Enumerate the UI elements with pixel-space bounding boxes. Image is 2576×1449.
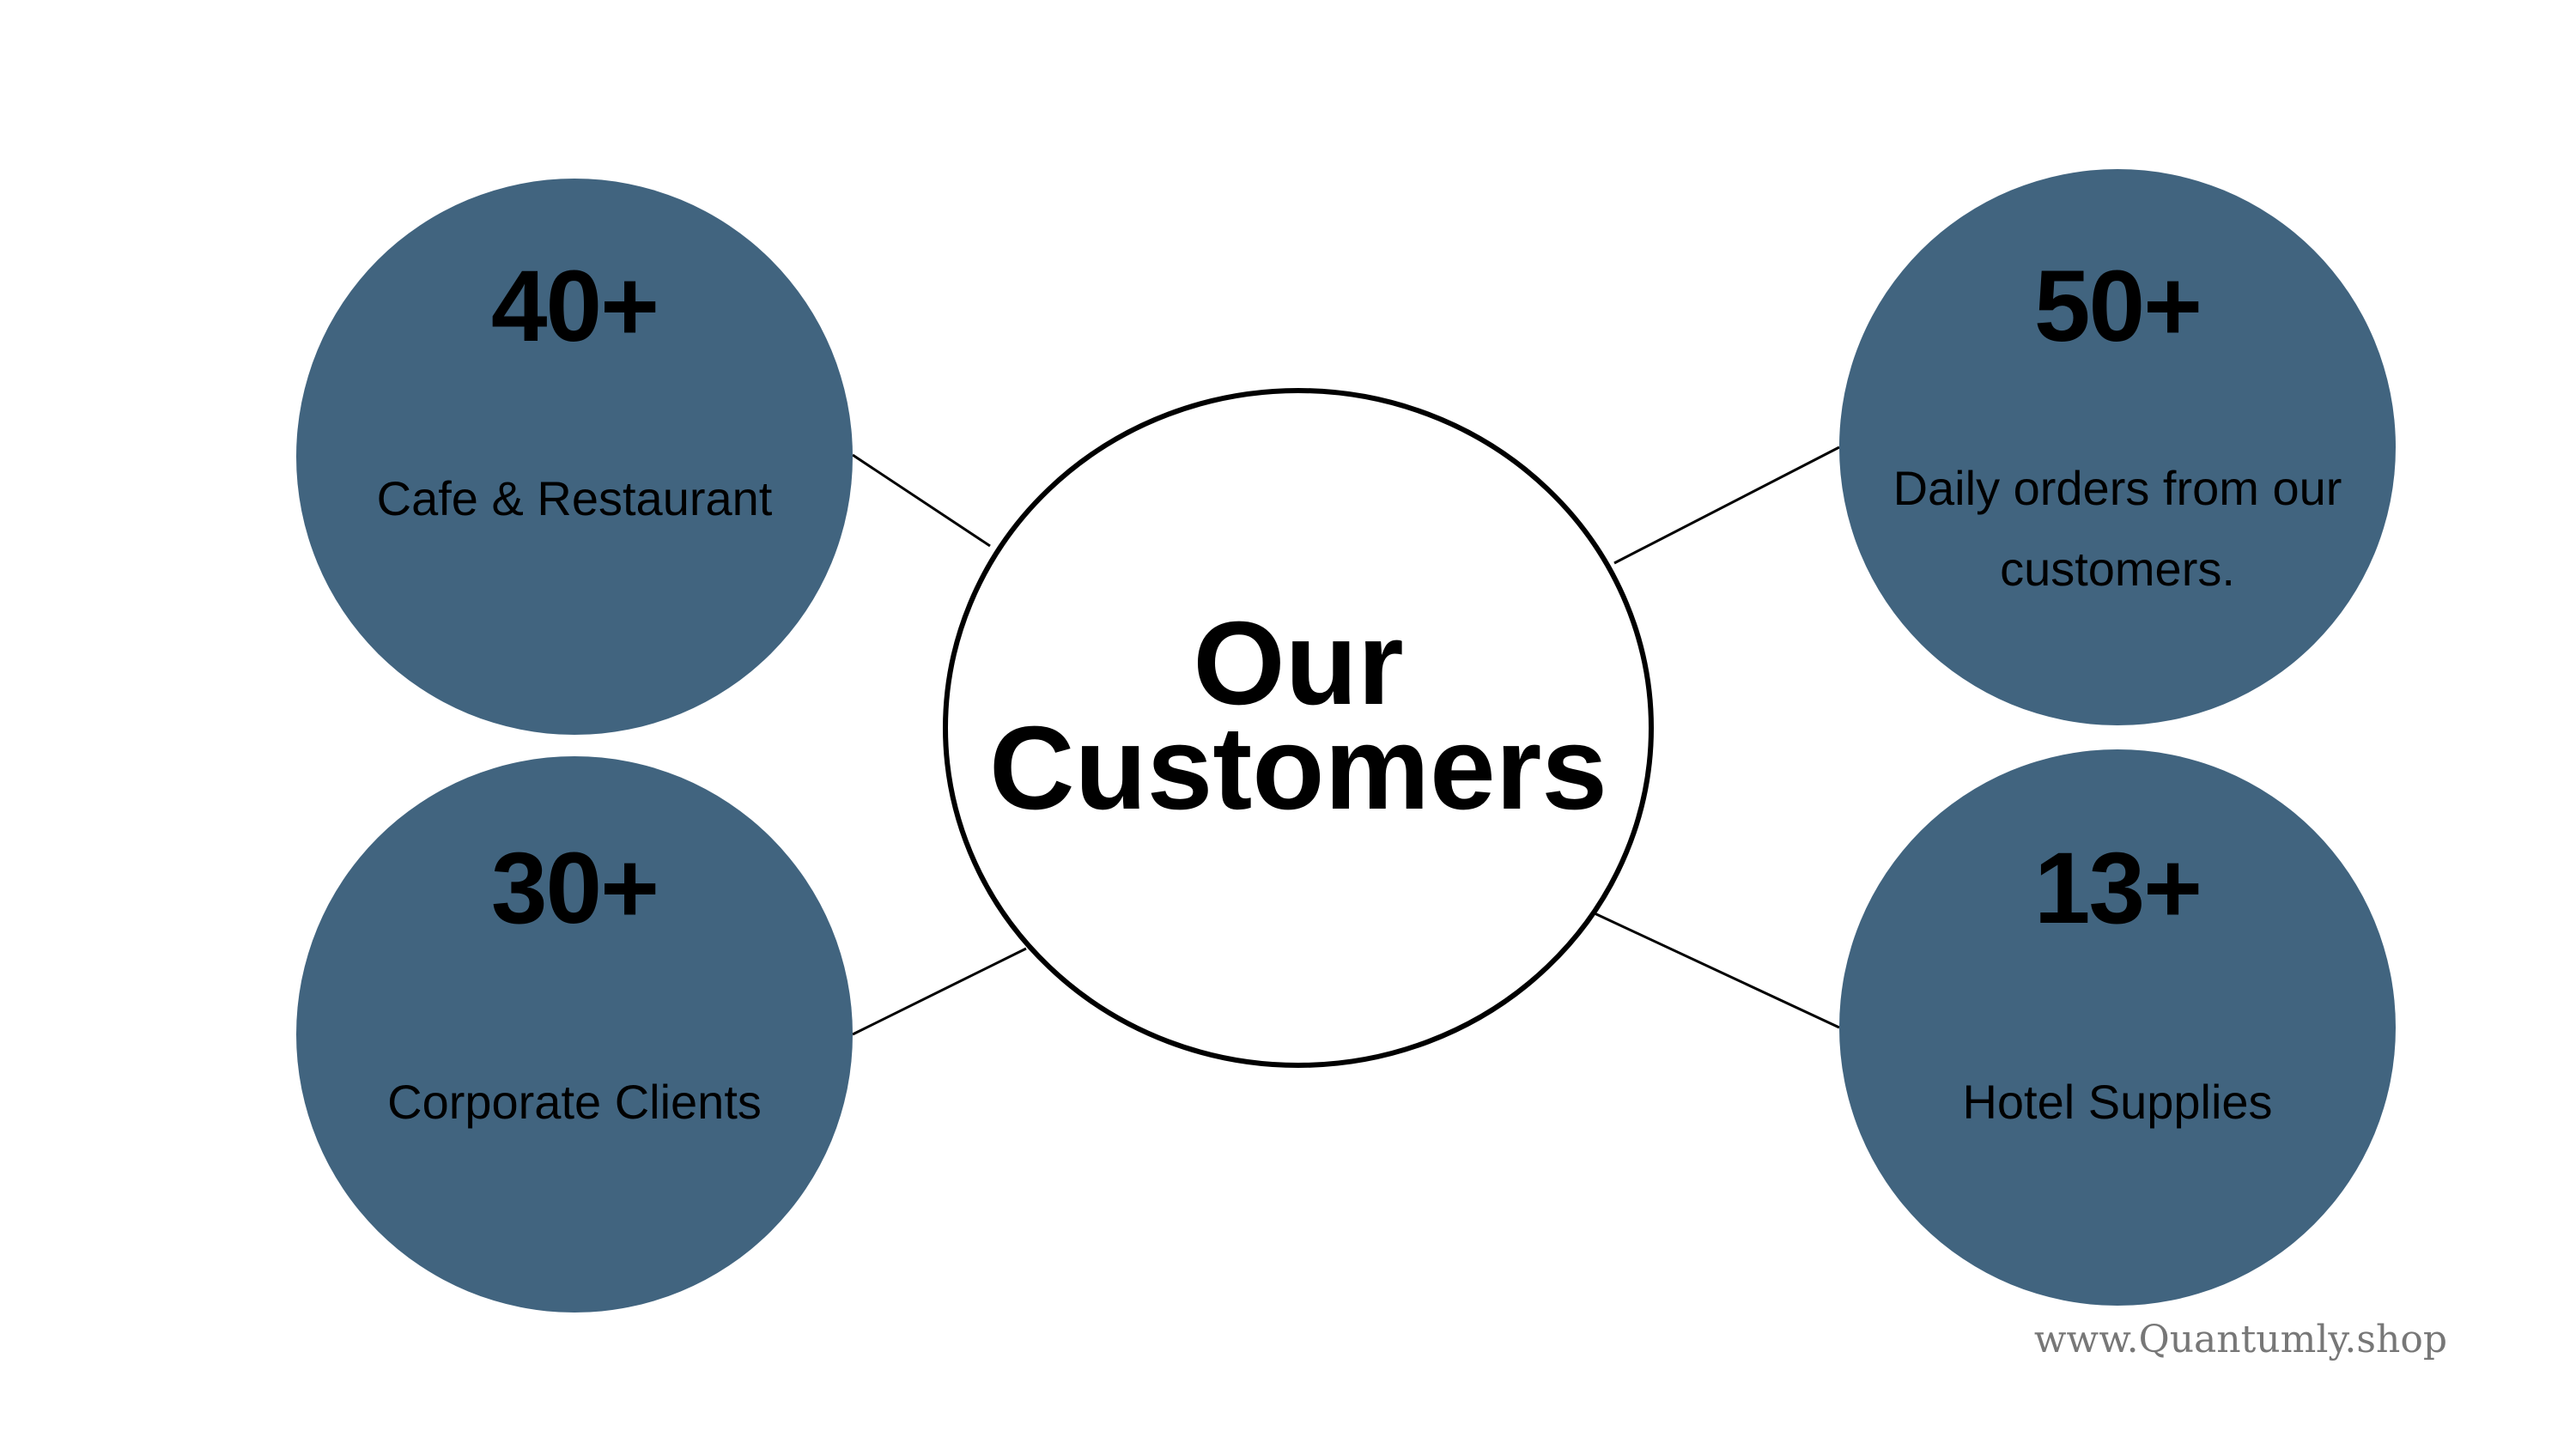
- bubble-value: 13+: [2034, 832, 2201, 945]
- title-line-1: Our: [1193, 597, 1403, 730]
- bubble-label-line-2: customers.: [2000, 542, 2235, 596]
- website-link[interactable]: www.Quantumly.shop: [2034, 1318, 2447, 1361]
- bubble-corporate-clients: 30+ Corporate Clients: [296, 756, 853, 1313]
- bubble-label-line-1: Daily orders from our: [1893, 461, 2342, 515]
- bubble-circle: [296, 756, 853, 1313]
- connector-line: [852, 453, 991, 548]
- center-circle: [943, 388, 1654, 1068]
- connector-line: [1613, 446, 1840, 565]
- bubble-cafe-restaurant: 40+ Cafe & Restaurant: [296, 179, 853, 735]
- bubble-label: Hotel Supplies: [1962, 1075, 2272, 1129]
- title-line-2: Customers: [989, 702, 1607, 834]
- connector-line: [852, 947, 1027, 1036]
- bubble-label: Corporate Clients: [387, 1075, 762, 1129]
- bubble-value: 40+: [491, 250, 658, 363]
- bubble-circle: [296, 179, 853, 735]
- connector-line: [1594, 912, 1840, 1029]
- bubble-value: 50+: [2034, 250, 2201, 363]
- bubble-hotel-supplies: 13+ Hotel Supplies: [1839, 749, 2396, 1306]
- bubble-daily-orders: 50+ Daily orders from our customers.: [1839, 169, 2396, 725]
- bubble-value: 30+: [491, 832, 658, 945]
- bubble-label: Cafe & Restaurant: [377, 471, 773, 525]
- bubble-circle: [1839, 169, 2396, 725]
- bubble-circle: [1839, 749, 2396, 1306]
